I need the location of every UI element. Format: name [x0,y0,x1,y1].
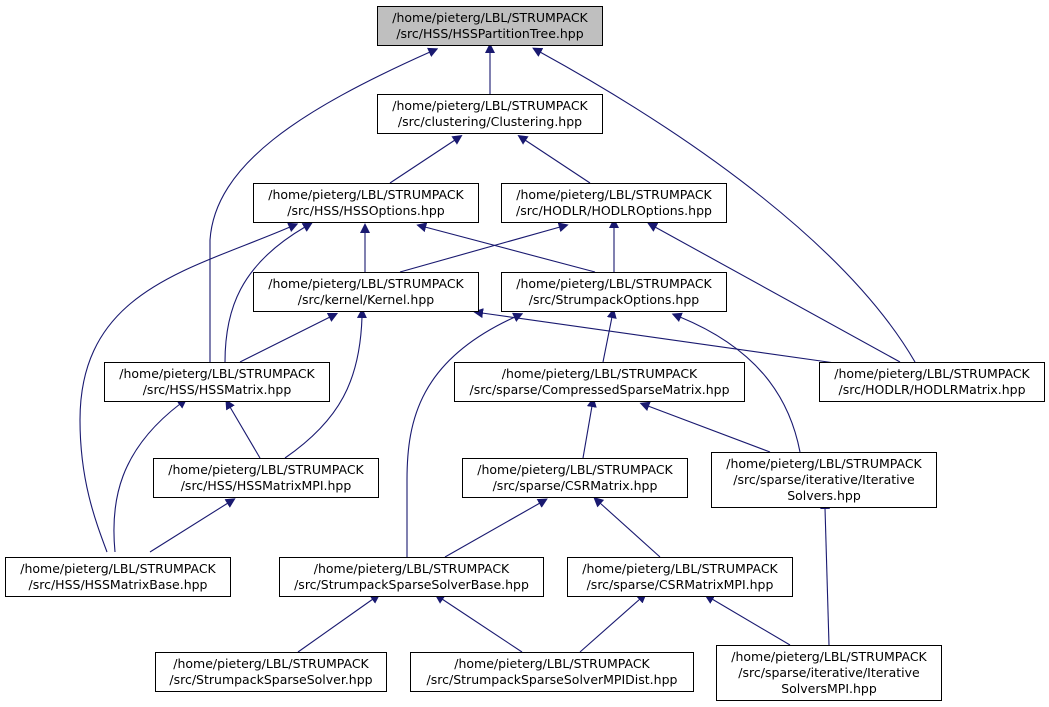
node-label-line: /home/pieterg/LBL/STRUMPACK [582,561,778,576]
node-label-line: /src/sparse/iterative/Iterative [733,472,915,487]
edge-iterative-solvers-to-strumpack-options [671,312,801,453]
node-hss-matrix[interactable]: /home/pieterg/LBL/STRUMPACK /src/HSS/HSS… [104,362,330,402]
edge-strumpack-options-to-hss-options [416,222,596,273]
node-label-line: Solvers.hpp [787,488,861,503]
edge-csr-matrix-to-compressed-sparse [582,397,597,459]
node-label-line: /home/pieterg/LBL/STRUMPACK [834,366,1030,381]
edge-sparse-solver-mpi-dist-to-csr-matrix-mpi [579,593,647,653]
node-hodlr-options[interactable]: /home/pieterg/LBL/STRUMPACK /src/HODLR/H… [501,183,727,223]
edge-hodlr-matrix-to-hodlr-options [647,222,901,363]
node-label-line: /src/HSS/HSSOptions.hpp [287,203,445,218]
node-label-line: /home/pieterg/LBL/STRUMPACK [454,656,650,671]
node-label-line: /home/pieterg/LBL/STRUMPACK [392,98,588,113]
node-label-line: /src/HODLR/HODLROptions.hpp [516,203,712,218]
node-label-line: /src/StrumpackSparseSolver.hpp [169,672,373,687]
node-hss-matrix-mpi[interactable]: /home/pieterg/LBL/STRUMPACK /src/HSS/HSS… [153,458,379,498]
edge-hss-matrix-base-to-hss-matrix-mpi [149,498,236,553]
edge-iterative-solvers-mpi-to-iterative-solvers [820,499,831,646]
edge-sparse-solver-to-sparse-solver-base [297,593,381,653]
node-strumpack-options[interactable]: /home/pieterg/LBL/STRUMPACK /src/Strumpa… [501,272,727,312]
edge-sparse-solver-base-to-strumpack-options [406,312,524,557]
edge-hss-matrix-mpi-to-kernel [284,308,367,459]
edge-hss-matrix-to-partition-tree [209,47,439,362]
node-label-line: /home/pieterg/LBL/STRUMPACK [168,462,364,477]
node-csr-matrix[interactable]: /home/pieterg/LBL/STRUMPACK /src/sparse/… [462,458,688,498]
node-hss-options[interactable]: /home/pieterg/LBL/STRUMPACK /src/HSS/HSS… [253,183,479,223]
node-label-line: /src/HSS/HSSPartitionTree.hpp [396,26,584,41]
node-label-line: /src/StrumpackOptions.hpp [528,292,700,307]
node-sparse-solver-mpi-dist[interactable]: /home/pieterg/LBL/STRUMPACK /src/Strumpa… [410,652,694,692]
node-label-line: /src/HSS/HSSMatrixMPI.hpp [180,478,352,493]
edge-csr-matrix-mpi-to-csr-matrix [593,496,661,558]
node-label-line: /home/pieterg/LBL/STRUMPACK [268,276,464,291]
node-label-line: /home/pieterg/LBL/STRUMPACK [119,366,315,381]
edge-hodlr-matrix-to-partition-tree [532,47,916,363]
edge-hss-matrix-base-to-hss-matrix [113,398,188,553]
node-clustering[interactable]: /home/pieterg/LBL/STRUMPACK /src/cluster… [377,94,603,134]
node-label-line: /src/HSS/HSSMatrix.hpp [142,382,292,397]
edge-sparse-solver-mpi-dist-to-sparse-solver-base [434,594,523,653]
node-label-line: /home/pieterg/LBL/STRUMPACK [477,462,673,477]
edge-sparse-solver-base-to-csr-matrix [444,498,548,558]
node-label-line: /home/pieterg/LBL/STRUMPACK [392,10,588,25]
edge-hss-matrix-mpi-to-hss-matrix [225,399,261,459]
node-label-line: /home/pieterg/LBL/STRUMPACK [516,276,712,291]
node-label-line: /src/sparse/CSRMatrixMPI.hpp [586,577,774,592]
node-label-line: /home/pieterg/LBL/STRUMPACK [516,187,712,202]
edge-hodlr-matrix-to-kernel [473,308,836,364]
node-label-line: /home/pieterg/LBL/STRUMPACK [731,649,927,664]
edge-iterative-solvers-mpi-to-csr-matrix-mpi [704,594,791,646]
node-label-line: /src/sparse/CSRMatrix.hpp [492,478,658,493]
node-label-line: /home/pieterg/LBL/STRUMPACK [20,561,216,576]
edge-hss-matrix-to-hss-options [224,222,313,363]
node-hss-matrix-base[interactable]: /home/pieterg/LBL/STRUMPACK /src/HSS/HSS… [5,557,231,597]
edge-kernel-to-hodlr-options [399,222,569,273]
node-label-line: /home/pieterg/LBL/STRUMPACK [173,656,369,671]
node-csr-matrix-mpi[interactable]: /home/pieterg/LBL/STRUMPACK /src/sparse/… [567,557,793,597]
edge-compressed-sparse-to-strumpack-options [602,308,617,363]
node-label-line: /src/sparse/iterative/Iterative [738,665,920,680]
edge-iterative-solvers-to-compressed-sparse [639,401,771,453]
node-sparse-solver-base[interactable]: /home/pieterg/LBL/STRUMPACK /src/Strumpa… [279,557,544,597]
node-label-line: /src/kernel/Kernel.hpp [297,292,435,307]
node-label-line: /home/pieterg/LBL/STRUMPACK [501,366,698,381]
node-kernel[interactable]: /home/pieterg/LBL/STRUMPACK /src/kernel/… [253,272,479,312]
edge-hss-matrix-to-kernel [239,312,339,363]
node-compressed-sparse-matrix[interactable]: /home/pieterg/LBL/STRUMPACK /src/sparse/… [454,362,745,402]
node-label-line: /src/StrumpackSparseSolverBase.hpp [294,577,529,592]
node-iterative-solvers-mpi[interactable]: /home/pieterg/LBL/STRUMPACK /src/sparse/… [716,645,942,701]
node-sparse-solver[interactable]: /home/pieterg/LBL/STRUMPACK /src/Strumpa… [155,652,387,692]
node-iterative-solvers[interactable]: /home/pieterg/LBL/STRUMPACK /src/sparse/… [711,452,937,508]
edge-hss-options-to-clustering [389,135,463,184]
node-label-line: /home/pieterg/LBL/STRUMPACK [313,561,510,576]
node-label-line: /home/pieterg/LBL/STRUMPACK [726,456,922,471]
node-label-line: /src/HODLR/HODLRMatrix.hpp [838,382,1026,397]
node-label-line: /home/pieterg/LBL/STRUMPACK [268,187,464,202]
node-label-line: /src/HSS/HSSMatrixBase.hpp [28,577,208,592]
edge-hodlr-options-to-clustering [517,135,591,184]
node-label-line: /src/sparse/CompressedSparseMatrix.hpp [469,382,730,397]
node-label-line: /src/StrumpackSparseSolverMPIDist.hpp [426,672,678,687]
node-label-line: /src/clustering/Clustering.hpp [397,114,583,129]
node-hodlr-matrix[interactable]: /home/pieterg/LBL/STRUMPACK /src/HODLR/H… [819,362,1045,402]
edge-hss-matrix-base-to-hss-options [79,222,299,553]
node-label-line: SolversMPI.hpp [781,681,877,696]
node-hss-partition-tree: /home/pieterg/LBL/STRUMPACK /src/HSS/HSS… [377,6,603,46]
